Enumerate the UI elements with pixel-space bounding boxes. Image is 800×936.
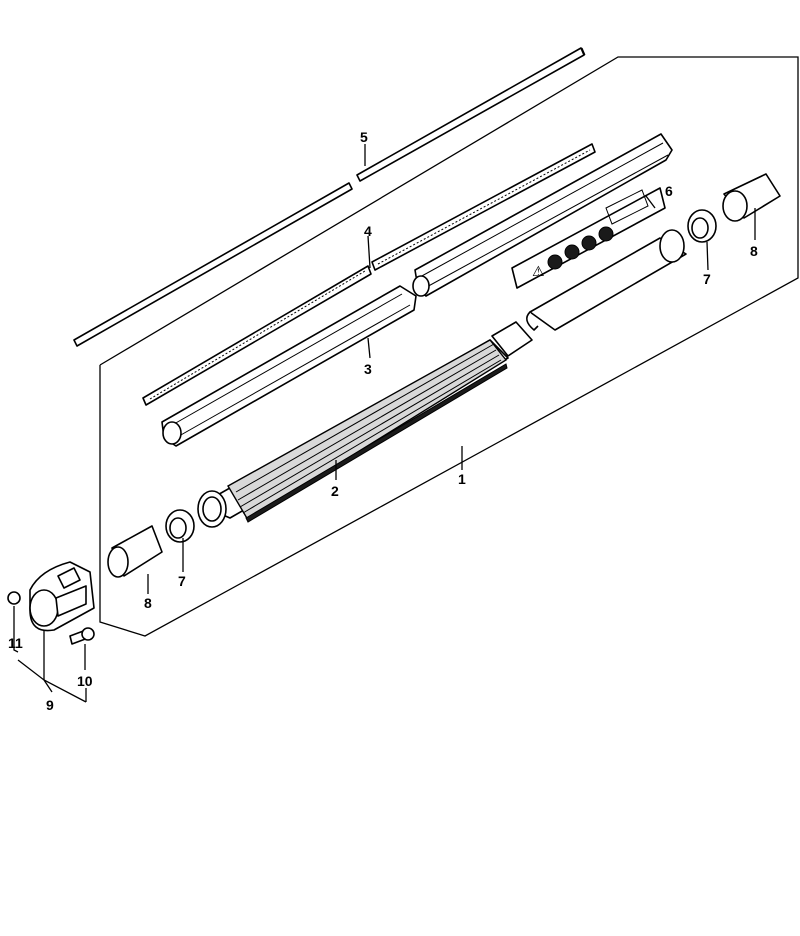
bushing-left-part xyxy=(165,509,195,543)
leader-lines xyxy=(13,144,756,703)
profile-tube-part xyxy=(161,133,673,447)
callout-7-right: 7 xyxy=(703,271,711,287)
callout-7-left: 7 xyxy=(178,573,186,589)
callout-1: 1 xyxy=(458,471,466,487)
callout-8-left: 8 xyxy=(144,595,152,611)
callout-6: 6 xyxy=(665,183,673,199)
warning-label-part: ⚠ xyxy=(511,187,666,289)
callout-9: 9 xyxy=(46,697,54,713)
callout-3: 3 xyxy=(364,361,372,377)
callout-5: 5 xyxy=(360,129,368,145)
callout-10: 10 xyxy=(77,673,93,689)
end-cap-right-part xyxy=(722,173,781,222)
callout-8-right: 8 xyxy=(750,243,758,259)
svg-text:⚠: ⚠ xyxy=(532,264,545,280)
clamp-part xyxy=(29,561,95,632)
bushing-right-part xyxy=(687,209,717,243)
screw-part xyxy=(69,627,95,645)
callout-2: 2 xyxy=(331,483,339,499)
callout-11: 11 xyxy=(8,635,23,651)
drive-shaft-part xyxy=(73,47,586,347)
callout-4: 4 xyxy=(364,223,372,239)
end-cap-left-part xyxy=(107,525,163,578)
main-tube-part xyxy=(526,229,687,331)
assembly-boundary xyxy=(99,56,799,637)
grip-tube-part xyxy=(197,321,533,528)
liner-part xyxy=(142,143,596,406)
nut-part xyxy=(7,591,21,605)
